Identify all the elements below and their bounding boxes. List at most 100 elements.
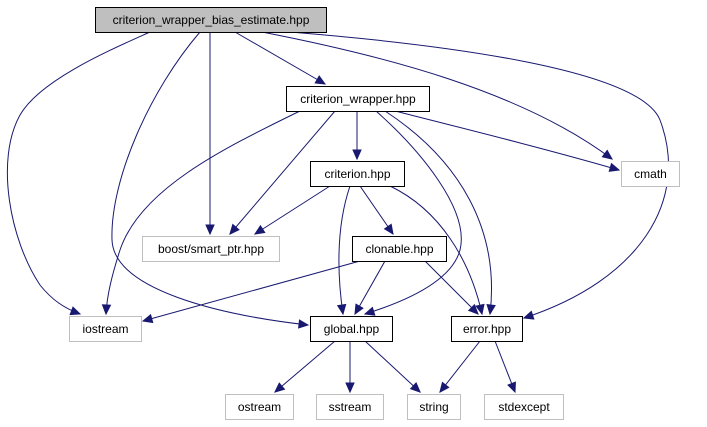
- node-box: [484, 394, 564, 420]
- node-label: sstream: [329, 400, 372, 414]
- arrow-head-icon: [253, 224, 266, 235]
- node-clon[interactable]: clonable.hpp: [352, 236, 447, 262]
- node-box: [69, 316, 142, 342]
- node-global[interactable]: global.hpp: [310, 316, 393, 342]
- arrow-head-icon: [274, 382, 286, 393]
- node-label: criterion_wrapper.hpp: [300, 92, 416, 106]
- edge-line: [384, 110, 492, 315]
- node-label: clonable.hpp: [365, 242, 433, 256]
- node-string: string: [407, 394, 461, 420]
- edge-line: [274, 340, 336, 393]
- node-cmath: cmath: [621, 161, 680, 187]
- node-sstream: sstream: [316, 394, 384, 420]
- arrow-head-icon: [141, 313, 154, 324]
- arrow-head-icon: [298, 319, 310, 329]
- arrow-head-icon: [608, 162, 621, 172]
- edge-line: [261, 31, 613, 160]
- arrow-head-icon: [475, 303, 485, 316]
- edge-crit-to-clon: [359, 185, 394, 236]
- node-stdexcept: stdexcept: [484, 394, 564, 420]
- node-boost: boost/smart_ptr.hpp: [142, 236, 280, 262]
- edge-clon-to-global: [354, 260, 386, 316]
- edge-cw-to-boost: [229, 110, 336, 235]
- edge-line: [364, 340, 421, 393]
- edge-root-to-cw: [234, 31, 327, 85]
- edge-error-to-stdexcept: [494, 340, 516, 394]
- arrow-head-icon: [69, 306, 82, 316]
- node-error[interactable]: error.hpp: [451, 316, 523, 342]
- edge-cw-to-global: [363, 110, 462, 316]
- arrow-head-icon: [507, 381, 516, 394]
- node-box: [407, 394, 461, 420]
- edge-line: [142, 260, 361, 322]
- node-crit[interactable]: criterion.hpp: [310, 161, 405, 187]
- node-box: [225, 394, 294, 420]
- node-box: [316, 394, 384, 420]
- arrow-head-icon: [314, 75, 327, 85]
- arrow-head-icon: [205, 224, 215, 236]
- edge-cw-to-crit: [352, 111, 362, 161]
- node-label: error.hpp: [463, 322, 511, 336]
- edge-line: [424, 260, 479, 315]
- node-ostream: ostream: [225, 394, 294, 420]
- node-cw[interactable]: criterion_wrapper.hpp: [286, 86, 430, 112]
- edge-root-to-boost: [205, 32, 215, 236]
- edge-line: [229, 110, 336, 235]
- edge-line: [6, 31, 151, 315]
- edges-layer: [6, 31, 669, 394]
- node-box: [95, 7, 327, 33]
- edge-error-to-string: [439, 340, 481, 393]
- arrow-head-icon: [467, 303, 479, 315]
- node-label: string: [419, 400, 448, 414]
- node-label: ostream: [238, 400, 281, 414]
- edge-cw-to-iostream: [101, 110, 301, 316]
- node-box: [142, 236, 280, 262]
- edge-line: [105, 110, 301, 315]
- node-box: [310, 316, 393, 342]
- edge-line: [254, 185, 331, 235]
- nodes-layer: criterion_wrapper_bias_estimate.hppcrite…: [69, 7, 680, 420]
- edge-line: [354, 260, 386, 315]
- edge-line: [364, 110, 462, 315]
- node-root[interactable]: criterion_wrapper_bias_estimate.hpp: [95, 7, 327, 33]
- edge-line: [234, 31, 326, 85]
- edge-global-to-string: [364, 340, 421, 393]
- node-label: criterion_wrapper_bias_estimate.hpp: [113, 13, 310, 27]
- node-box: [621, 161, 680, 187]
- edge-crit-to-boost: [253, 185, 331, 235]
- edge-crit-to-error: [389, 185, 485, 316]
- node-iostream: iostream: [69, 316, 142, 342]
- arrow-head-icon: [352, 149, 362, 161]
- edge-root-to-iostream: [6, 31, 151, 316]
- edge-clon-to-iostream: [141, 260, 361, 324]
- edge-cw-to-cmath: [394, 110, 621, 172]
- node-label: iostream: [82, 322, 128, 336]
- edge-root-to-error: [289, 31, 669, 320]
- edge-line: [289, 31, 669, 319]
- edge-cw-to-error: [384, 110, 496, 316]
- arrow-head-icon: [439, 381, 450, 393]
- arrow-head-icon: [486, 304, 496, 316]
- edge-global-to-sstream: [345, 341, 355, 394]
- node-box: [310, 161, 405, 187]
- arrow-head-icon: [229, 223, 240, 235]
- edge-line: [338, 185, 351, 315]
- edge-line: [359, 185, 394, 235]
- arrow-head-icon: [345, 382, 355, 394]
- arrow-head-icon: [354, 303, 364, 316]
- edge-line: [439, 340, 481, 393]
- arrow-head-icon: [601, 149, 613, 160]
- edge-line: [389, 185, 483, 315]
- edge-clon-to-error: [424, 260, 479, 315]
- edge-line: [394, 110, 620, 171]
- node-label: stdexcept: [498, 400, 550, 414]
- node-box: [451, 316, 523, 342]
- arrow-head-icon: [383, 223, 394, 236]
- edge-crit-to-global: [336, 185, 351, 316]
- edge-root-to-cmath: [261, 31, 613, 160]
- node-box: [286, 86, 430, 112]
- node-label: boost/smart_ptr.hpp: [158, 242, 264, 256]
- edge-line: [111, 31, 309, 326]
- edge-global-to-ostream: [274, 340, 336, 393]
